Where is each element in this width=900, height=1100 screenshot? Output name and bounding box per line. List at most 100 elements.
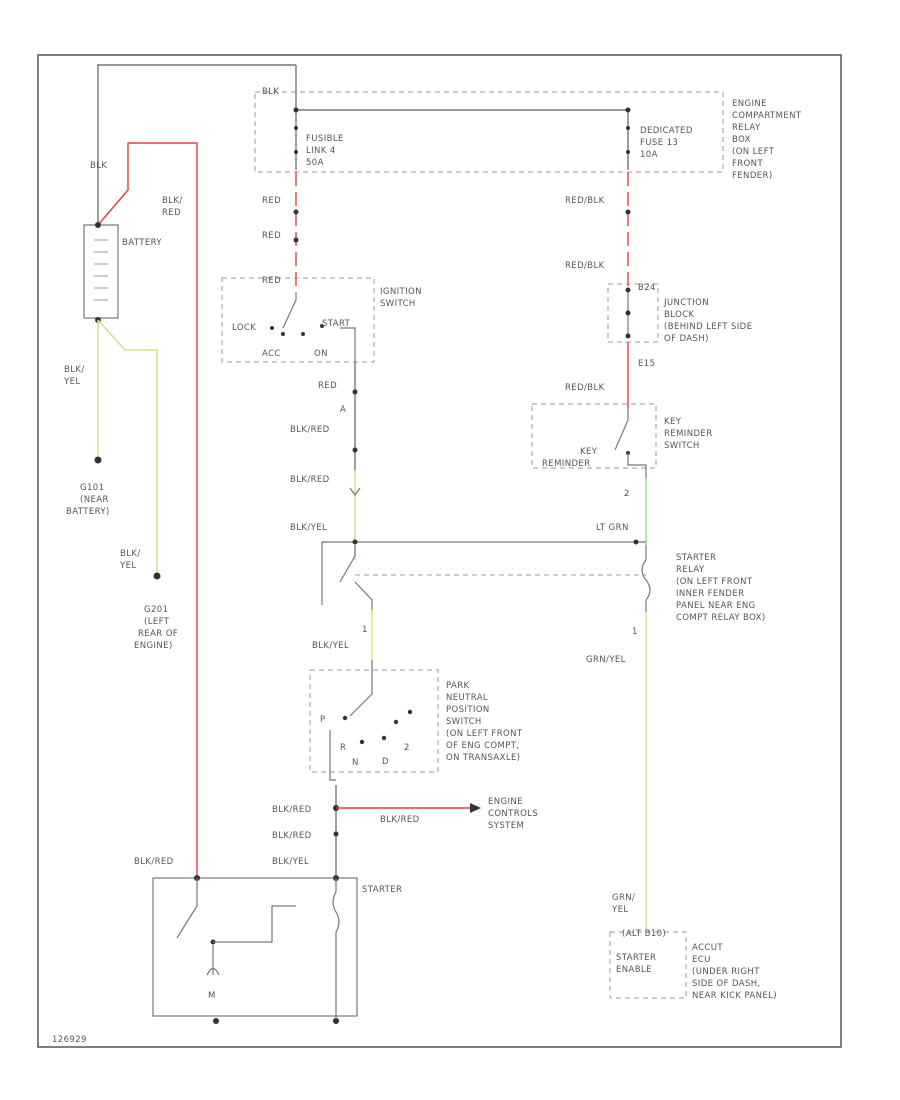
label-blk-yel2-a: BLK/ [120, 549, 141, 559]
label-pn-2-pos: 2 [404, 743, 410, 753]
engine-controls-arrow [470, 803, 481, 813]
label-blk-yel-a: BLK/ [64, 365, 85, 375]
label-pn-e: (ON LEFT FRONT [446, 729, 523, 739]
label-pn-b: NEUTRAL [446, 693, 488, 703]
ignition-switch-box [221, 277, 375, 363]
label-battery: BATTERY [122, 238, 162, 248]
label-pn-p: P [320, 715, 326, 725]
label-junction-d: OF DASH) [664, 334, 709, 344]
pn-out-connector-2 [333, 831, 339, 837]
label-lock: LOCK [232, 323, 256, 333]
ignition-switch-arm [282, 292, 297, 329]
label-motor-m: M [208, 991, 216, 1001]
label-blk-yel-bot: BLK/YEL [272, 857, 309, 867]
ignition-lock-contact [270, 326, 274, 330]
label-gry-yel: GRN/YEL [586, 655, 626, 665]
label-ecb-d: BOX [732, 135, 751, 145]
junction-b24 [625, 287, 631, 293]
label-junction-a: JUNCTION [663, 298, 709, 308]
label-ecu-inner-b: ENABLE [616, 965, 652, 975]
label-red-1: RED [262, 196, 281, 206]
label-grn-yel-bot-b: YEL [611, 905, 629, 915]
label-g201-b: (LEFT [144, 617, 170, 627]
label-g101-b: (NEAR [80, 495, 109, 505]
junction-mid [625, 310, 631, 316]
label-ecb-c: RELAY [732, 123, 761, 133]
ignition-acc-contact [281, 332, 285, 336]
label-ignition-b: SWITCH [380, 299, 416, 309]
starter-coil [332, 878, 340, 1018]
ecu-box [609, 931, 687, 999]
pn-contact-d [393, 719, 399, 725]
red-connector-1 [293, 209, 299, 215]
label-fuse13-a: DEDICATED [640, 126, 693, 136]
ign-out-connector [352, 389, 358, 395]
ignition-start-lead [340, 327, 356, 362]
starter-solenoid-coil-link [213, 905, 296, 943]
starter-relay-coil [641, 545, 651, 612]
fuse-bus-node [293, 107, 299, 113]
fusible-link-top [294, 126, 298, 130]
label-fuse13-c: 10A [640, 150, 658, 160]
label-blk-red-bot: BLK/RED [272, 805, 312, 815]
label-pin-a: A [340, 405, 346, 415]
wire-battery-red [97, 142, 198, 878]
label-ecb-a: ENGINE [732, 99, 767, 109]
label-pn-g: ON TRANSAXLE) [446, 753, 521, 763]
pn-input [349, 660, 373, 717]
pn-contact-r [359, 739, 365, 745]
label-blk-red-1b: RED [162, 208, 181, 218]
label-red-3: RED [262, 276, 281, 286]
pn-contact-2 [407, 709, 413, 715]
starter-ground-right [333, 1018, 339, 1024]
starter-solenoid-switch [176, 878, 198, 939]
label-key-rem-b: REMINDER [664, 429, 713, 439]
label-ecb-g: FENDER) [732, 171, 773, 181]
wire-battery-top-black [97, 64, 296, 225]
label-pn-d: SWITCH [446, 717, 482, 727]
label-pn-c: POSITION [446, 705, 490, 715]
label-red-blk-1: RED/BLK [565, 196, 605, 206]
label-relay-a: STARTER [676, 553, 716, 563]
label-fusible-a: FUSIBLE [306, 134, 344, 144]
ign-out-connector-2 [352, 447, 358, 453]
label-ecu-c: (UNDER RIGHT [692, 967, 760, 977]
label-ecs-a: ENGINE [488, 797, 523, 807]
label-blk-red-mid1: BLK/RED [290, 425, 330, 435]
relay-top-left [352, 539, 358, 545]
label-fusible-b: LINK 4 [306, 146, 336, 156]
ground-g101 [94, 456, 102, 464]
label-ecu-pin: (ALT B10) [622, 929, 666, 939]
starter-motor-symbol [206, 967, 220, 976]
label-junction-c: (BEHIND LEFT SIDE [664, 322, 752, 332]
fuse-bus-node-right [625, 107, 631, 113]
label-g201-d: ENGINE) [134, 641, 173, 651]
engine-compartment-relay-box [254, 91, 724, 173]
label-red-blk-3: RED/BLK [565, 383, 605, 393]
label-relay-c: (ON LEFT FRONT [676, 577, 753, 587]
label-relay-e: PANEL NEAR ENG [676, 601, 756, 611]
label-g101-a: G101 [80, 483, 104, 493]
label-blk-red-starter: BLK/RED [134, 857, 174, 867]
label-ecb-b: COMPARTMENT [732, 111, 802, 121]
label-blk-yel-pn: BLK/YEL [312, 641, 349, 651]
ignition-on-contact [301, 332, 305, 336]
wire-fuse-bus [295, 65, 629, 170]
label-pin-1: 1 [632, 627, 638, 637]
starter-relay-contact-arm [339, 545, 356, 583]
relay-top-right [633, 539, 639, 545]
label-pn-f: OF ENG COMPT, [446, 741, 519, 751]
label-ignition-a: IGNITION [380, 287, 422, 297]
label-pin-2: 2 [624, 489, 630, 499]
label-ecu-b: ECU [692, 955, 711, 965]
ground-g201 [153, 572, 161, 580]
label-g101-c: BATTERY) [66, 507, 110, 517]
label-fuse13-b: FUSE 13 [640, 138, 678, 148]
label-lt-grn: LT GRN [596, 523, 629, 533]
label-pn-n: N [352, 758, 359, 768]
label-pn-a: PARK [446, 681, 470, 691]
red-blk-connector [625, 209, 631, 215]
park-neutral-switch-box [309, 669, 439, 773]
label-blk-red-mid2: BLK/RED [290, 475, 330, 485]
